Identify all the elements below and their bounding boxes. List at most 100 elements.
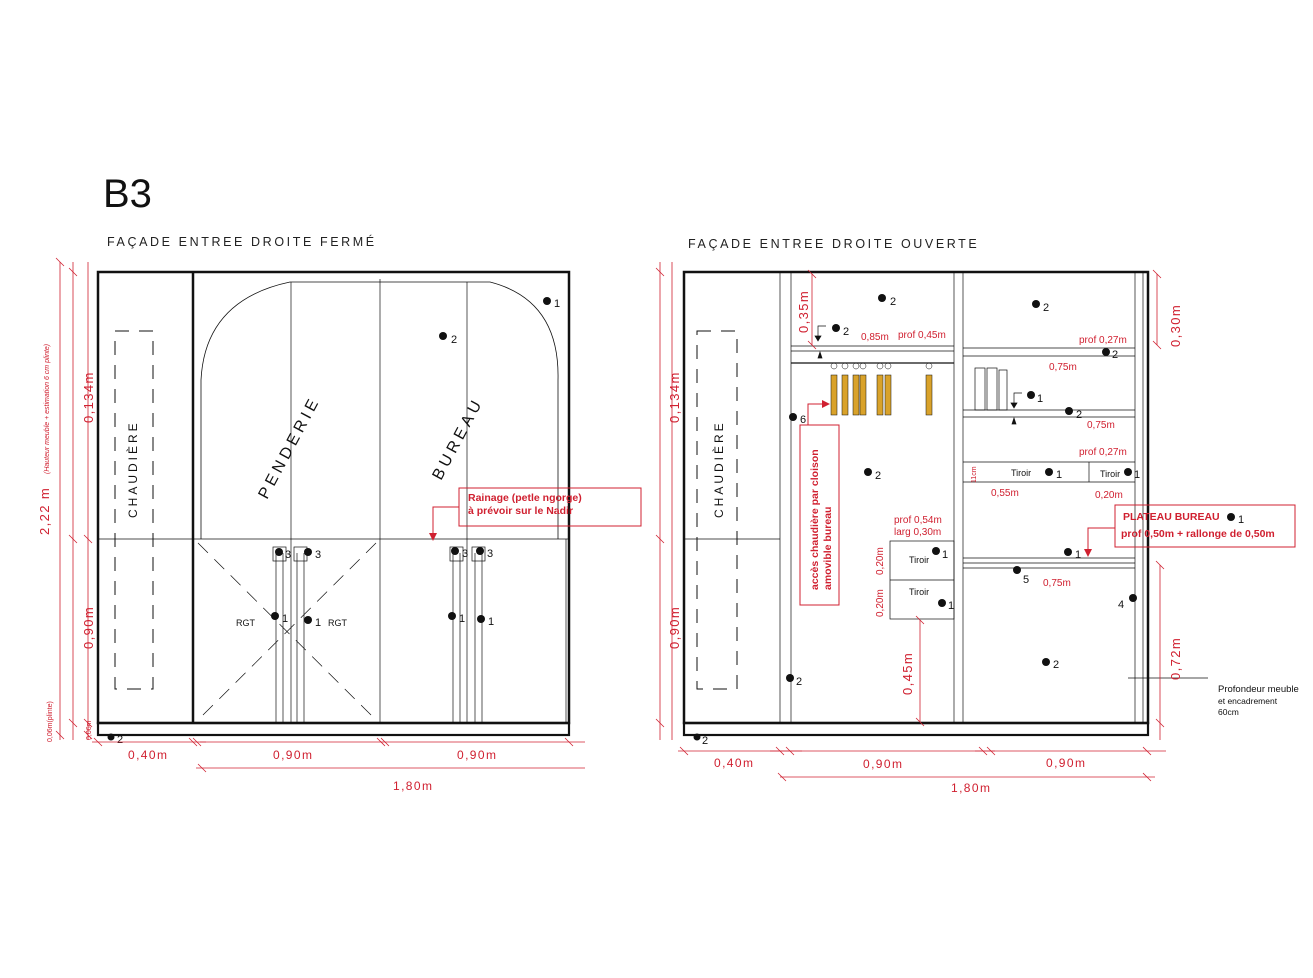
open-arrows <box>814 325 1022 425</box>
open-prof-027-a: prof 0,27m <box>1079 335 1127 346</box>
open-marker: 2 <box>1053 659 1059 671</box>
closed-dim-w2: 0,90m <box>273 748 313 762</box>
open-marker: 2 <box>843 326 849 338</box>
open-facade <box>682 270 1208 737</box>
open-drawer-h2: 0,20m <box>875 589 886 617</box>
open-depth-note-3: 60cm <box>1218 707 1239 717</box>
open-w-075-b: 0,75m <box>1087 420 1115 431</box>
open-drawer-prof: prof 0,54m <box>894 515 942 526</box>
closed-callout-line2: à prévoir sur le Nadir <box>468 505 573 517</box>
open-dimensions <box>655 262 1166 782</box>
open-marker: 2 <box>1112 349 1118 361</box>
open-marker: 2 <box>875 470 881 482</box>
open-dim-right-lower: 0,72m <box>1168 637 1183 680</box>
open-dim-w2: 0,90m <box>863 757 903 771</box>
open-dim-top-right: 0,30m <box>1168 304 1183 347</box>
closed-dim-upper: 0,134m <box>81 371 96 423</box>
open-marker: 2 <box>1076 409 1082 421</box>
open-plateau-callout: PLATEAU BUREAU prof 0,50m + rallonge de … <box>1084 504 1296 557</box>
open-depth-note-2: et encadrement <box>1218 696 1278 706</box>
open-prof-045: prof 0,45m <box>898 330 946 341</box>
open-prof-027-b: prof 0,27m <box>1079 447 1127 458</box>
open-tiroir-b: Tiroir <box>1100 469 1120 479</box>
open-tiroir-a: Tiroir <box>1011 468 1031 478</box>
open-marker: 1 <box>1134 469 1140 481</box>
open-marker: 1 <box>1075 549 1081 561</box>
closed-dim-plinth-note: 0,06m(plinte) <box>47 701 54 742</box>
closed-dimensions <box>55 257 585 773</box>
closed-plinth <box>96 721 571 737</box>
open-label-chaudiere: CHAUDIÈRE <box>711 420 726 518</box>
closed-dim-total-width: 1,80m <box>393 779 433 793</box>
closed-marker: 1 <box>459 613 465 625</box>
closed-marker: 2 <box>117 734 123 746</box>
open-plateau-prof: prof 0,50m <box>1121 528 1174 540</box>
open-dim-top-left: 0,35m <box>796 290 811 333</box>
open-tiroir-d: Tiroir <box>909 587 929 597</box>
closed-arch <box>200 281 559 539</box>
open-w-055: 0,55m <box>991 488 1019 499</box>
open-access-line2: amovible bureau <box>822 507 834 590</box>
open-marker: 1 <box>1037 393 1043 405</box>
open-marker: 6 <box>800 414 806 426</box>
open-access-line1: accès chaudière par cloison <box>809 449 821 590</box>
closed-label-bureau: BUREAU <box>430 395 488 483</box>
open-marker: 5 <box>1023 574 1029 586</box>
open-plateau-title: PLATEAU BUREAU <box>1123 511 1220 523</box>
open-marker: 4 <box>1118 599 1124 611</box>
open-marker: 2 <box>890 296 896 308</box>
closed-marker: 1 <box>554 298 560 310</box>
open-marker: 1 <box>948 600 954 612</box>
open-dim-w1: 0,40m <box>714 756 754 770</box>
open-plateau-rallonge: + rallonge de 0,50m <box>1177 528 1275 540</box>
closed-marker: 2 <box>451 334 457 346</box>
closed-callout: Rainage (petle ngorge) à prévoir sur le … <box>429 487 642 541</box>
open-marker: 2 <box>1043 302 1049 314</box>
closed-label-penderie: PENDERIE <box>256 393 324 501</box>
open-marker: 1 <box>1238 514 1244 526</box>
closed-subtitle: FAÇADE ENTREE DROITE FERMÉ <box>107 234 377 249</box>
closed-marker: 3 <box>462 548 468 560</box>
open-dim-lower: 0,90m <box>667 606 682 649</box>
open-dim-total-width: 1,80m <box>951 781 991 795</box>
closed-marker: 3 <box>285 549 291 561</box>
closed-boiler-dashed <box>114 330 154 690</box>
open-drawer-h1: 0,20m <box>875 547 886 575</box>
open-access-callout: accès chaudière par cloison amovible bur… <box>799 400 840 606</box>
open-w-075-a: 0,75m <box>1049 362 1077 373</box>
open-hangers <box>830 362 933 416</box>
closed-marker: 1 <box>282 613 288 625</box>
closed-marker: 1 <box>315 617 321 629</box>
open-marker: 2 <box>796 676 802 688</box>
open-shelf-width-left: 0,85m <box>861 332 889 343</box>
closed-dim-total-height: 2,22 m <box>37 487 52 535</box>
closed-facade <box>96 270 571 737</box>
closed-marker: 3 <box>315 549 321 561</box>
closed-dim-total-height-note: (Hauteur meuble + estimation 6 cm plinte… <box>44 344 51 474</box>
open-marker: 1 <box>1056 469 1062 481</box>
open-w-020: 0,20m <box>1095 490 1123 501</box>
closed-rgt-left: RGT <box>236 618 256 628</box>
open-plinth <box>682 721 1150 737</box>
open-dim-upper: 0,134m <box>667 371 682 423</box>
open-w-075-c: 0,75m <box>1043 578 1071 589</box>
closed-marker: 1 <box>488 616 494 628</box>
closed-marker: 3 <box>487 548 493 560</box>
open-dim-mid: 0,45m <box>900 652 915 695</box>
open-h-11cm: 11cm <box>971 466 978 483</box>
closed-callout-line1: Rainage (petle ngorge) <box>468 492 582 504</box>
closed-dim-w1: 0,40m <box>128 748 168 762</box>
closed-dim-w3: 0,90m <box>457 748 497 762</box>
open-drawer-larg: larg 0,30m <box>894 527 941 538</box>
closed-label-chaudiere: CHAUDIÈRE <box>125 420 140 518</box>
closed-dim-lower: 0,90m <box>81 606 96 649</box>
open-marker: 1 <box>942 549 948 561</box>
open-subtitle: FAÇADE ENTREE DROITE OUVERTE <box>688 237 979 251</box>
open-dim-w3: 0,90m <box>1046 756 1086 770</box>
closed-markers: 1 2 3 3 3 3 1 1 1 1 2 <box>107 297 560 746</box>
closed-rgt-right: RGT <box>328 618 348 628</box>
open-depth-note-1: Profondeur meuble <box>1218 684 1299 695</box>
open-marker: 2 <box>702 735 708 747</box>
